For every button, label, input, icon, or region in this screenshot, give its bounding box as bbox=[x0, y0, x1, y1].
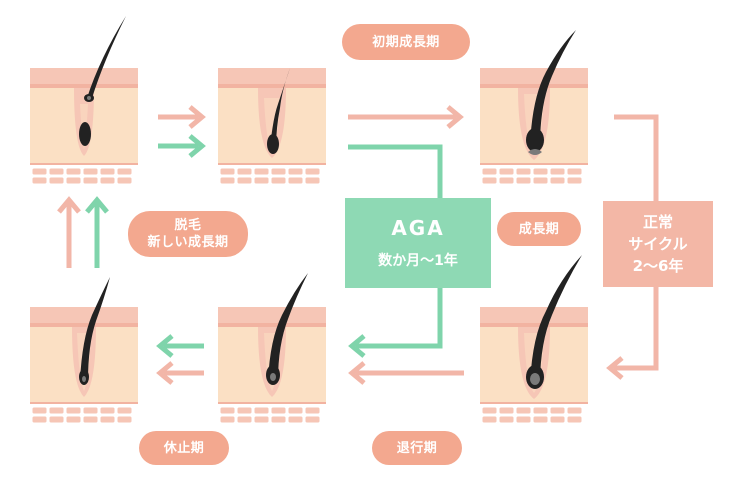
arrow-left-pink-1 bbox=[156, 361, 204, 385]
hair-bulb bbox=[79, 122, 91, 146]
growth-stage bbox=[479, 30, 589, 185]
arrow-right-green-1 bbox=[158, 134, 206, 158]
normal-cycle-line3: 2〜6年 bbox=[632, 257, 684, 275]
aga-subtitle: 数か月〜1年 bbox=[378, 253, 458, 269]
hair-strand bbox=[80, 277, 110, 381]
normal-cycle-line1: 正常 bbox=[642, 213, 673, 231]
label-growth: 成長期 bbox=[497, 212, 581, 246]
label-early-growth: 初期成長期 bbox=[342, 24, 470, 60]
hair-bulb bbox=[267, 134, 279, 154]
hair-strand bbox=[87, 16, 126, 98]
shedding-stage bbox=[29, 16, 139, 185]
arrow-left-pink-2 bbox=[348, 361, 464, 385]
label-shedding-line1: 脱毛 bbox=[174, 218, 202, 233]
arrow-left-green-1 bbox=[156, 334, 204, 358]
resting-stage bbox=[29, 277, 139, 424]
regression-stage bbox=[479, 255, 589, 424]
hair-strand bbox=[530, 30, 576, 146]
normal-cycle-box: 正常 サイクル 2〜6年 bbox=[603, 201, 713, 287]
catagen-stage bbox=[217, 273, 327, 424]
hair-strand bbox=[268, 273, 308, 381]
label-regression: 退行期 bbox=[372, 431, 462, 465]
arrow-up-pink bbox=[57, 196, 81, 268]
early-growth-stage bbox=[217, 67, 327, 185]
aga-box: AGA 数か月〜1年 bbox=[345, 198, 491, 288]
label-resting: 休止期 bbox=[139, 431, 229, 465]
arrow-right-pink-1 bbox=[158, 105, 206, 129]
arrow-right-pink-2 bbox=[348, 105, 464, 129]
normal-cycle-line2: サイクル bbox=[628, 235, 688, 253]
label-shedding: 脱毛 新しい成長期 bbox=[128, 211, 248, 257]
hair-bulb bbox=[526, 128, 544, 152]
hair-strand bbox=[270, 68, 290, 148]
arrow-up-green bbox=[85, 196, 109, 268]
label-shedding-line2: 新しい成長期 bbox=[147, 235, 229, 250]
aga-title: AGA bbox=[391, 216, 445, 240]
